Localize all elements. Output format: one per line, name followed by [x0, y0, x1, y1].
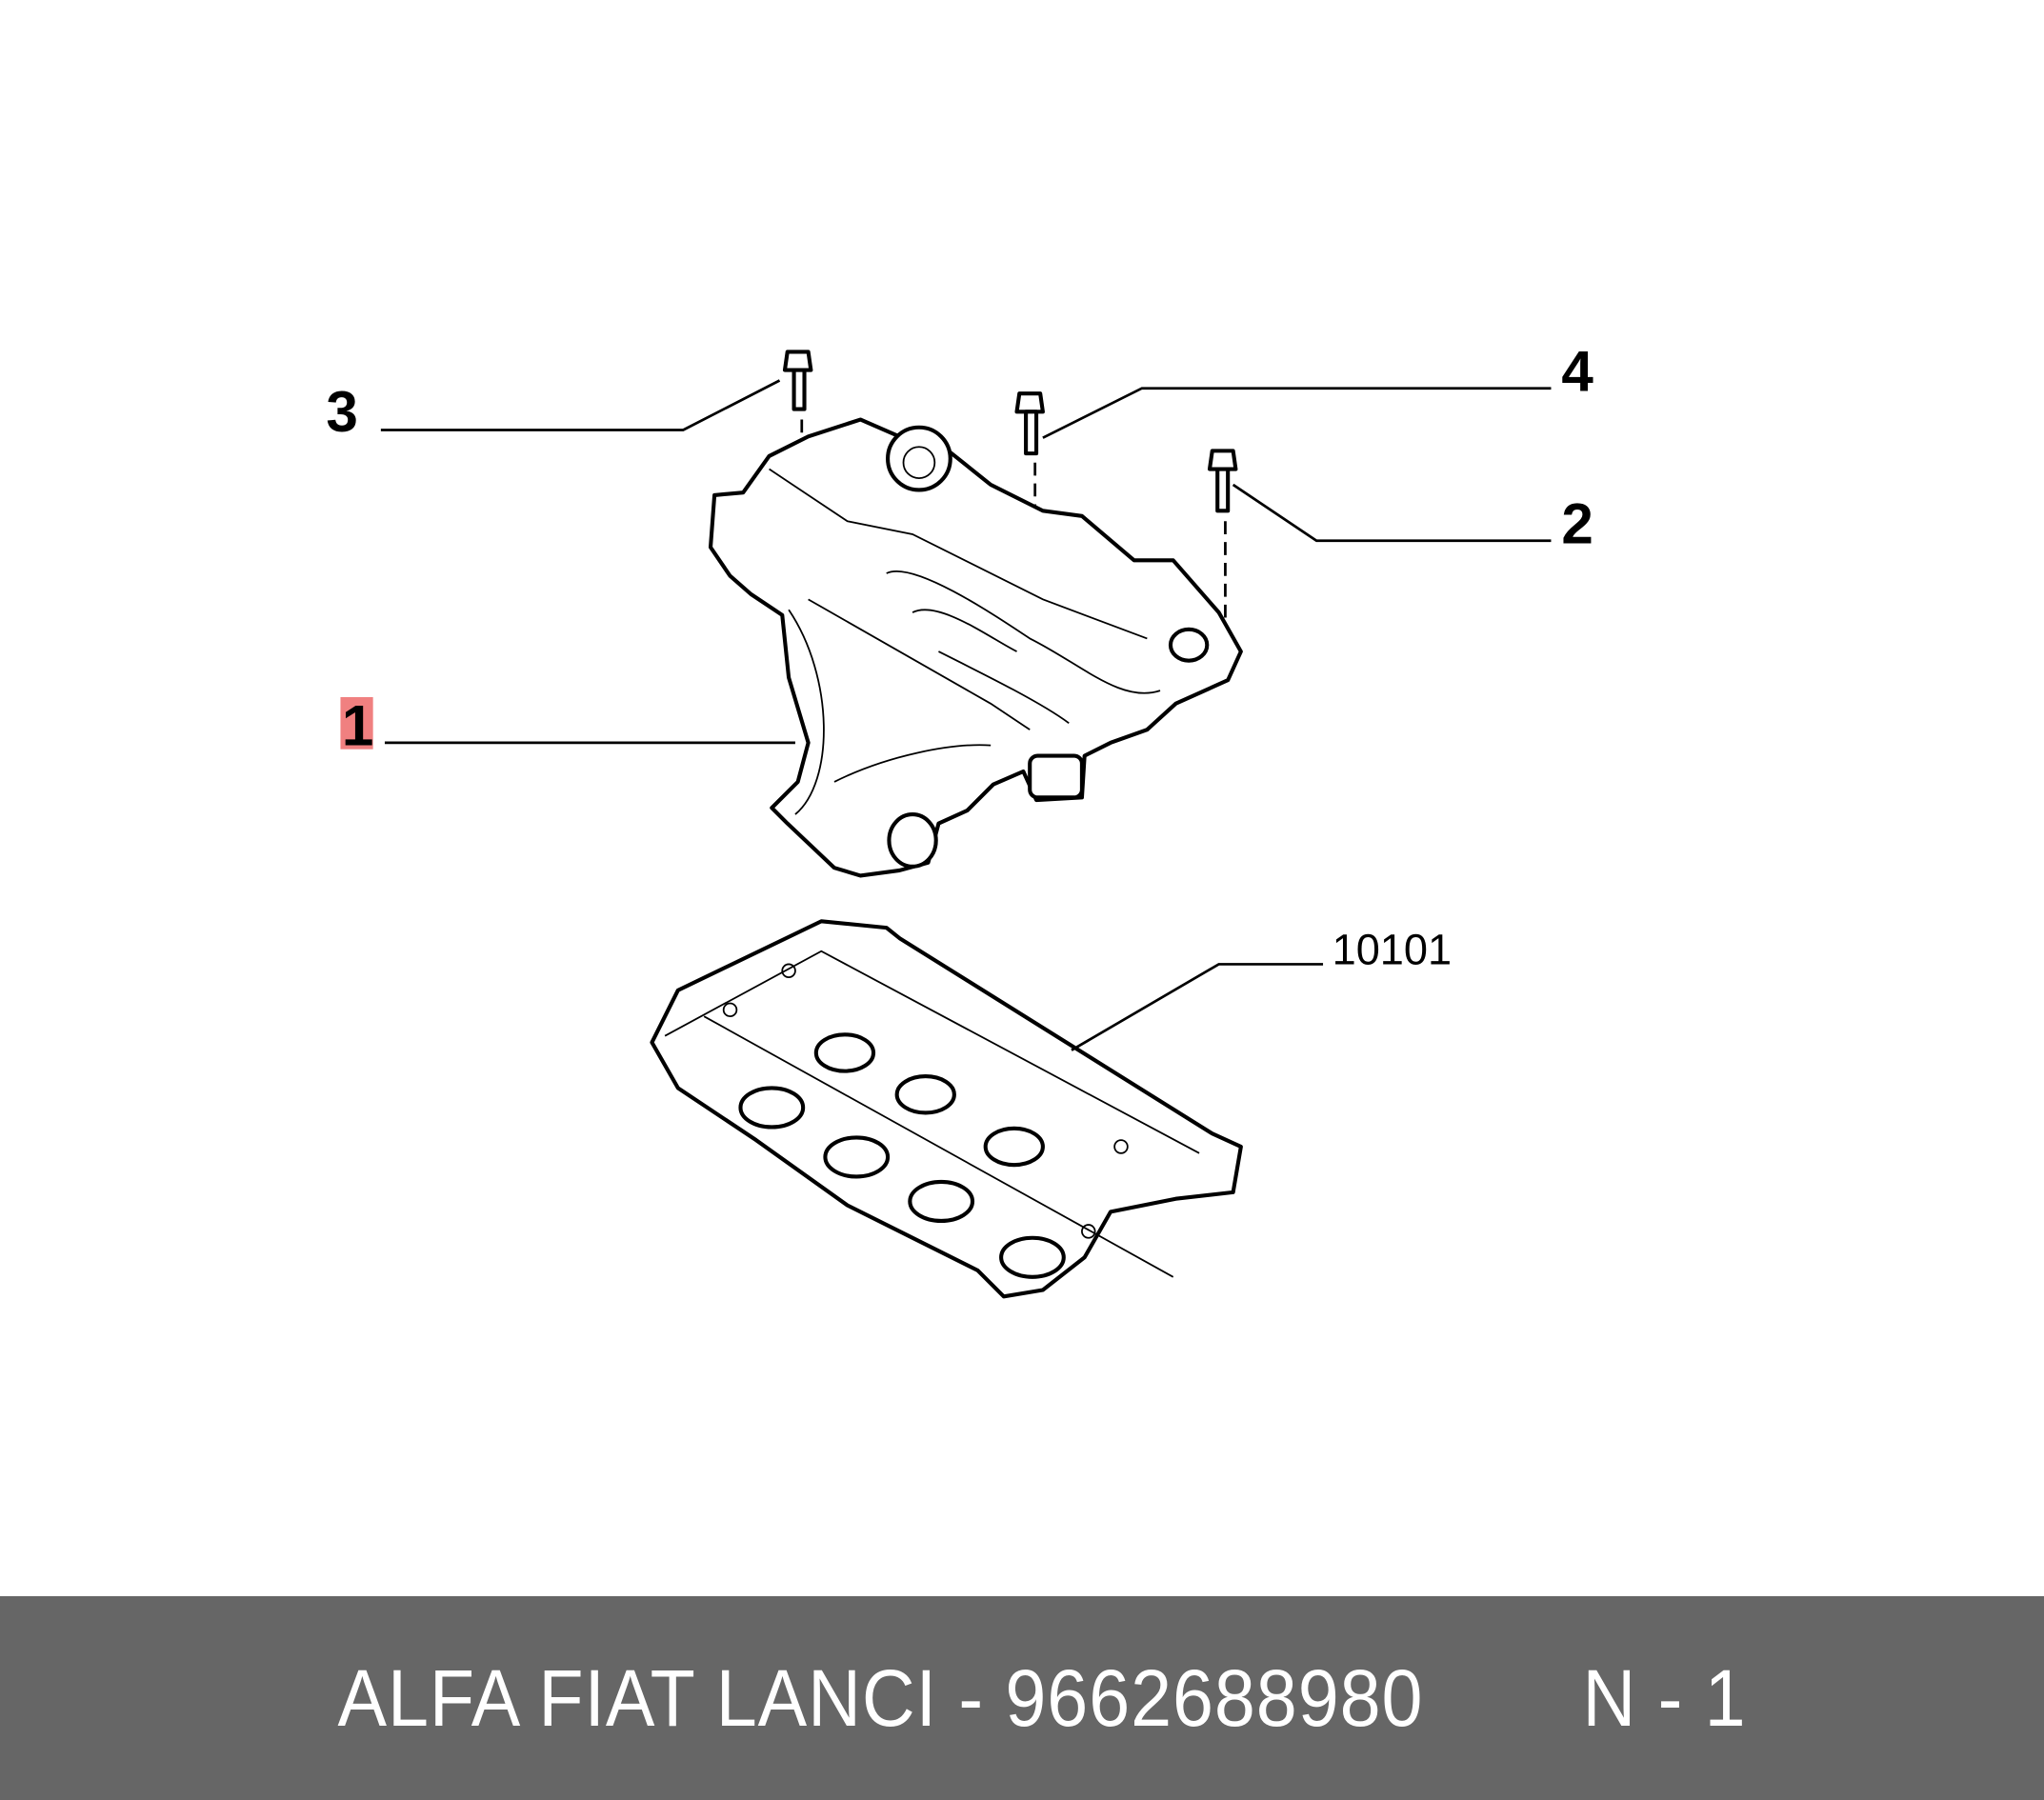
callout-2[interactable]: 2	[1561, 492, 1593, 556]
intake-manifold	[708, 417, 1243, 878]
parts-diagram: 1 2 3 4 10101	[326, 339, 1593, 1299]
bolt-3	[782, 350, 813, 450]
leader-line-2	[1232, 483, 1552, 543]
leader-line-4	[1042, 387, 1552, 439]
callout-1[interactable]: 1	[342, 694, 373, 758]
leader-line-10101	[1071, 963, 1324, 1051]
footer-bar: ALFA FIAT LANCI - 9662688980 N - 1	[0, 1596, 2044, 1800]
bolt-2	[1207, 449, 1238, 619]
cylinder-head	[650, 919, 1243, 1299]
leader-line-3	[380, 379, 781, 431]
callout-3[interactable]: 3	[326, 380, 357, 444]
reference-label-10101[interactable]: 10101	[1333, 925, 1452, 973]
callout-4[interactable]: 4	[1561, 339, 1593, 403]
footer-part-number: ALFA FIAT LANCI - 9662688980	[337, 1652, 1424, 1743]
footer-position: N - 1	[1582, 1652, 1747, 1743]
callout-1-highlight	[340, 696, 373, 750]
